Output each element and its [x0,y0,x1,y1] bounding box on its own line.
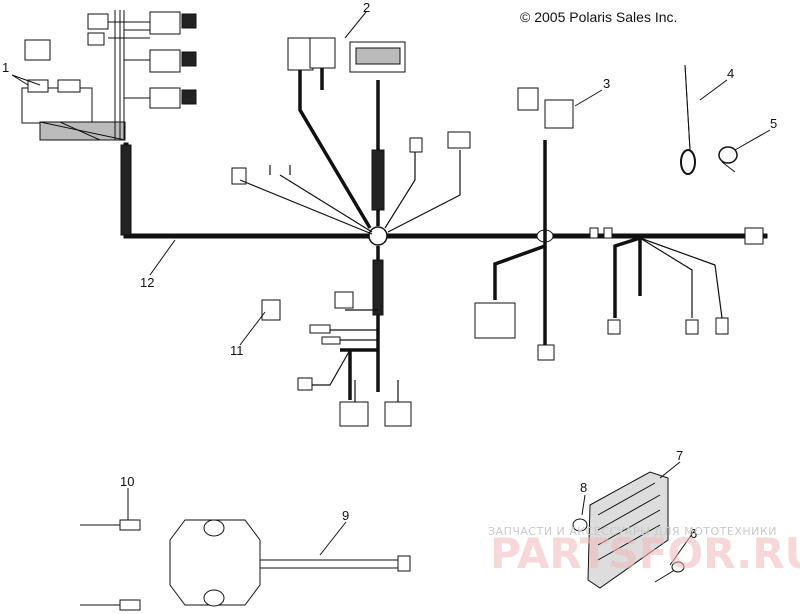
clip-illustration [718,146,738,173]
callout-12: 12 [140,275,154,290]
lower-branch-group [261,246,412,427]
callout-8: 8 [580,480,587,495]
voltage-regulator-illustration [572,471,685,589]
cable-tie-illustration [680,64,696,175]
callout-5: 5 [770,116,777,131]
callout-leaders [11,11,771,566]
copyright-text: © 2005 Polaris Sales Inc. [520,9,677,25]
right-branch-group [474,87,729,361]
callout-11: 11 [230,343,244,358]
callout-3: 3 [603,76,610,91]
watermark-tagline: ЗАПЧАСТИ И АКСЕССУАРЫ ДЛЯ МОТОТЕХНИКИ [488,525,777,538]
callout-4: 4 [727,66,734,81]
callout-9: 9 [342,508,349,523]
callout-10: 10 [120,474,134,489]
coil-illustration [80,519,411,611]
callout-7: 7 [676,448,683,463]
callout-2: 2 [363,0,370,15]
relay-connector-group [231,37,471,235]
watermark-logo: PARTSFOR.RU [490,529,800,578]
main-harness-group [120,142,768,246]
switch-cluster-group [21,10,197,141]
callout-1: 1 [2,60,9,75]
callout-6: 6 [690,526,697,541]
